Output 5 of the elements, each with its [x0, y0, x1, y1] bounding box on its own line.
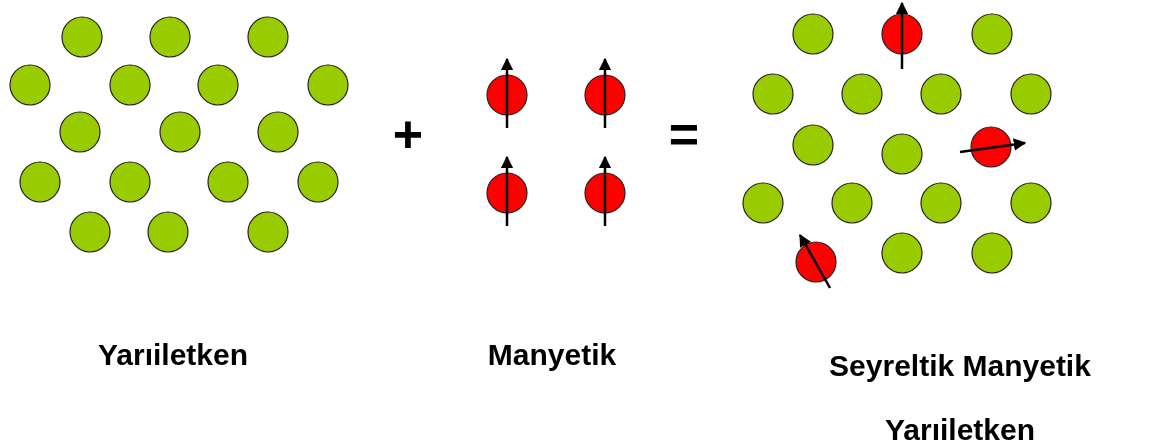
operator-symbol: = — [668, 105, 700, 163]
caption-label: Manyetik — [487, 338, 617, 371]
caption-label: Yarıiletken — [97, 338, 249, 371]
operator-symbol: + — [392, 105, 424, 163]
caption-label: Seyreltik Manyetik Yarıiletken — [829, 349, 1091, 446]
